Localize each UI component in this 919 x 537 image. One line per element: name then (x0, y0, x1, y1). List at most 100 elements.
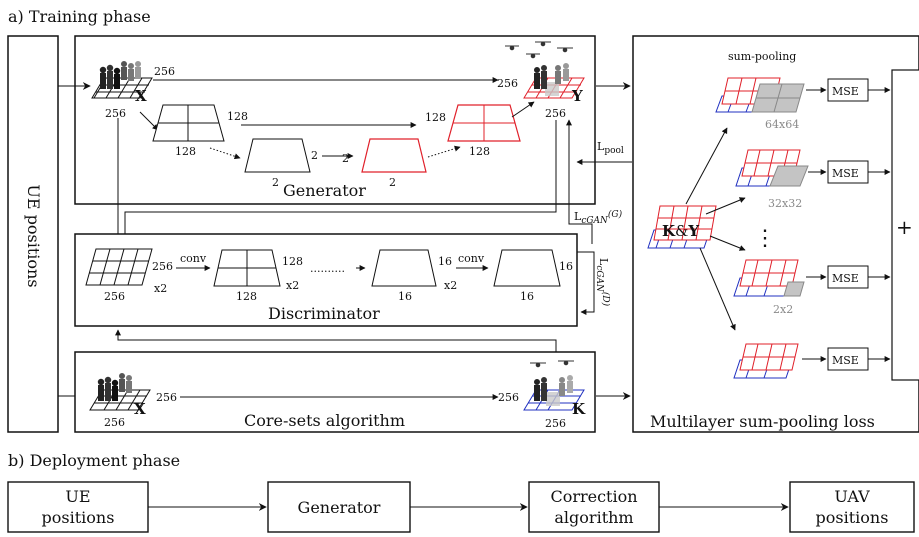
disc-l2-top: 128 (282, 255, 303, 268)
disc-layer-3: 16 16 x2 (371, 249, 457, 303)
bottleneck-left: 2 2 (244, 138, 318, 189)
sumpool-box: Multilayer sum-pooling loss sum-pooling … (632, 35, 919, 433)
input-x-label: X (135, 87, 147, 105)
deploy-correction: Correction algorithm (528, 481, 660, 533)
mse-label-3: MSE (832, 272, 859, 285)
mse-box-4: MSE (802, 347, 891, 371)
drone-icon (530, 360, 574, 368)
encoder-layer-1: 128 128 (152, 104, 248, 158)
pool-level-2-label: 2x2 (773, 303, 793, 316)
disc-l3-bottom: 16 (398, 290, 412, 303)
decoder-layer-1: 128 128 (425, 104, 521, 158)
disc-dots: .......... (310, 262, 345, 275)
coreset-x-label: X (134, 400, 146, 418)
center-ky-grid: K&Y (647, 205, 717, 249)
discriminator-title: Discriminator (268, 304, 380, 323)
coreset-input-x: X 256 (89, 373, 151, 429)
mse-box-1: MSE (806, 78, 891, 102)
skip-top-size: 256 (154, 65, 175, 78)
phase-b-title: b) Deployment phase (8, 451, 180, 470)
bottleneck-bottom-left: 2 (272, 176, 279, 189)
coreset-in-size-bottom: 256 (104, 416, 125, 429)
loss-cgan-d: LcGAN(D) (594, 258, 611, 307)
disc-conv1: conv (180, 252, 207, 265)
svg-text:algorithm: algorithm (554, 508, 633, 527)
coreset-output-k: 256 K 256 (498, 360, 586, 430)
disc-grid-size: 256 (104, 290, 125, 303)
vdots: ⋮ (754, 226, 776, 251)
generator-box: Generator X 256 256 (74, 35, 596, 205)
dec1-bottom: 128 (469, 145, 490, 158)
output-y-label: Y (571, 87, 583, 105)
sum-box: + (891, 69, 919, 381)
coreset-k-label: K (572, 400, 586, 418)
pool-level-64-label: 64x64 (765, 118, 799, 131)
people-icon (534, 375, 573, 401)
center-ky-label: K&Y (662, 222, 699, 240)
sumpool-label: sum-pooling (728, 50, 796, 63)
disc-l2-op: x2 (286, 279, 299, 292)
disc-conv2: conv (458, 252, 485, 265)
disc-layer-2: 128 128 x2 (213, 249, 303, 303)
dec1-top: 128 (425, 111, 446, 124)
mse-label-4: MSE (832, 354, 859, 367)
bottleneck-right: 2 (361, 138, 427, 189)
input-size-bottom: 256 (105, 107, 126, 120)
mse-label-1: MSE (832, 85, 859, 98)
pool-level-32-label: 32x32 (768, 197, 802, 210)
svg-text:Generator: Generator (298, 498, 381, 517)
output-y-block: 256 Y 256 (497, 41, 585, 120)
loss-pool: Lpool (597, 140, 624, 156)
loss-cgan-g: LcGAN(G) (574, 209, 623, 226)
pool-level-full (733, 343, 799, 379)
people-icon (97, 373, 132, 401)
disc-l1-size: 256 (152, 260, 173, 273)
svg-text:Correction: Correction (550, 487, 637, 506)
sumpool-title: Multilayer sum-pooling loss (650, 412, 875, 431)
pool-level-64: 64x64 (715, 77, 805, 131)
disc-l2-bottom: 128 (236, 290, 257, 303)
discriminator-box: Discriminator 256 256 x2 conv 128 128 x2… (74, 233, 578, 327)
svg-text:UAV: UAV (834, 487, 870, 506)
disc-l4-bottom: 16 (520, 290, 534, 303)
drone-icon (505, 41, 573, 59)
output-size-bottom: 256 (545, 107, 566, 120)
svg-text:positions: positions (816, 508, 889, 527)
output-size: 256 (497, 77, 518, 90)
phase-a-title: a) Training phase (8, 7, 151, 26)
coreset-out-size: 256 (498, 391, 519, 404)
pool-level-2: 2x2 (733, 259, 805, 316)
enc1-top: 128 (227, 110, 248, 123)
disc-layer-4: 16 16 (493, 249, 573, 303)
svg-text:positions: positions (42, 508, 115, 527)
coreset-out-size-bottom: 256 (545, 417, 566, 430)
enc1-bottom: 128 (175, 145, 196, 158)
ue-positions-label: UE positions (24, 184, 43, 287)
input-x-block: X 256 (91, 61, 153, 120)
disc-l1-op: x2 (154, 282, 167, 295)
coreset-box: Core-sets algorithm X 256 256 (74, 351, 596, 433)
mse-box-2: MSE (808, 160, 891, 184)
deployment-flow: UE positions Generator Correction algori… (7, 481, 915, 533)
discriminator-input-grid: 256 (85, 248, 153, 303)
coreset-mid-size: 256 (156, 391, 177, 404)
mse-box-3: MSE (806, 265, 891, 289)
disc-l4-right: 16 (559, 260, 573, 273)
people-icon (534, 63, 569, 89)
mse-label-2: MSE (832, 167, 859, 180)
disc-l3-top: 16 (438, 255, 452, 268)
bottleneck-mid-size: 2 (342, 152, 349, 165)
generator-title: Generator (283, 181, 366, 200)
ue-positions-box: UE positions (7, 35, 59, 433)
coreset-title: Core-sets algorithm (244, 411, 405, 430)
deploy-generator: Generator (267, 481, 411, 533)
disc-l3-op: x2 (444, 279, 457, 292)
bottleneck-right-size: 2 (389, 176, 396, 189)
bottleneck-left-size: 2 (311, 149, 318, 162)
pool-level-32: 32x32 (735, 149, 809, 210)
people-icon (99, 61, 141, 89)
plus-sign: + (896, 215, 913, 239)
svg-text:UE: UE (65, 487, 90, 506)
deploy-ue-positions: UE positions (7, 481, 149, 533)
